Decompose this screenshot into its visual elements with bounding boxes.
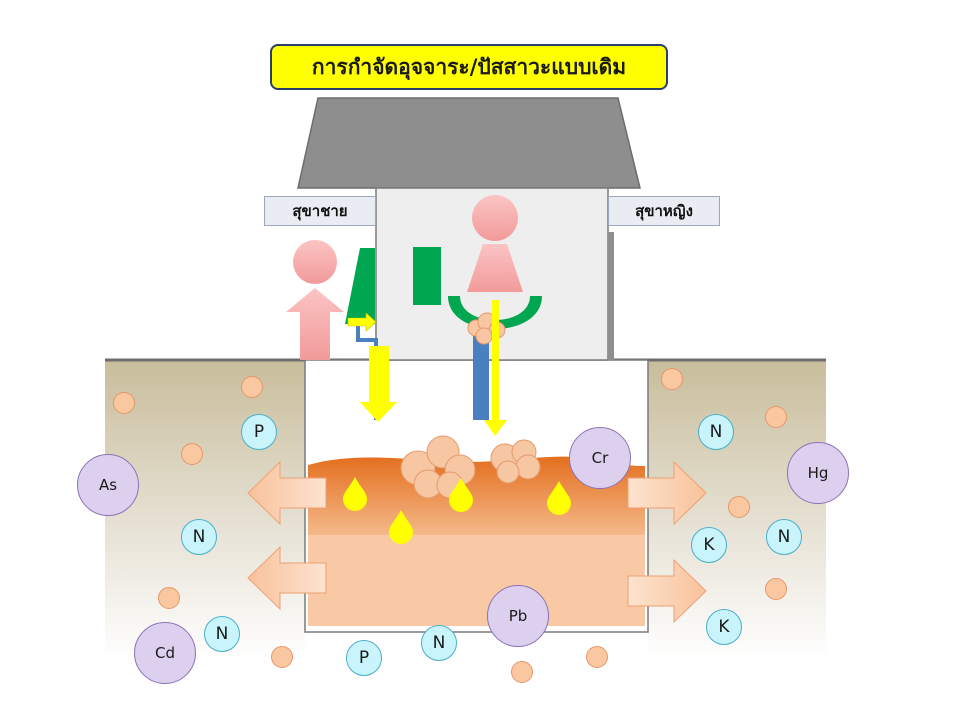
- soil-particle: [661, 368, 683, 390]
- soil-particle: [181, 443, 203, 465]
- urine-drop: [389, 510, 413, 544]
- liquid-layer: [308, 530, 645, 626]
- element-bubble-n: N: [421, 625, 457, 661]
- leach-arrow-left-upper: [247, 460, 327, 526]
- female-person-head: [472, 195, 518, 241]
- male-person-head: [293, 240, 337, 284]
- urine-arrow-female: [484, 420, 507, 436]
- urine-arrow-small: [347, 312, 377, 332]
- urine-drop: [449, 478, 473, 512]
- element-bubble-n: N: [181, 519, 217, 555]
- soil-particle: [241, 376, 263, 398]
- element-bubble-hg: Hg: [787, 442, 849, 504]
- urinal: [345, 248, 375, 324]
- soil-particle: [765, 406, 787, 428]
- element-bubble-k: K: [691, 527, 727, 563]
- roof: [297, 97, 641, 189]
- element-bubble-n: N: [698, 414, 734, 450]
- element-bubble-pb: Pb: [487, 585, 549, 647]
- male-person-body: [286, 288, 344, 360]
- element-bubble-n: N: [204, 616, 240, 652]
- element-bubble-n: N: [766, 519, 802, 555]
- soil-particle: [728, 496, 750, 518]
- female-toilet-label: สุขาหญิง: [608, 196, 720, 226]
- soil-particle: [271, 646, 293, 668]
- toilet-drain: [473, 322, 489, 420]
- urine-stream-female: [492, 300, 499, 422]
- sludge-layer: [308, 456, 645, 535]
- toilet-tank: [413, 247, 441, 305]
- urine-stream-male: [369, 346, 389, 402]
- soil-particle: [113, 392, 135, 414]
- soil-particle: [586, 646, 608, 668]
- feces-pile-1: [400, 435, 476, 499]
- leach-arrow-right-lower: [627, 558, 707, 624]
- soil-particle: [158, 587, 180, 609]
- leach-arrow-left-lower: [247, 545, 327, 611]
- element-bubble-k: K: [706, 609, 742, 645]
- element-bubble-p: P: [346, 640, 382, 676]
- female-person-body: [467, 244, 523, 292]
- diagram-title: การกำจัดอุจจาระ/ปัสสาวะแบบเดิม: [270, 44, 668, 90]
- element-bubble-cr: Cr: [569, 427, 631, 489]
- feces-pile-2: [490, 439, 541, 484]
- toilet-bowl: [448, 296, 542, 329]
- urine-drop: [343, 477, 367, 511]
- element-bubble-as: As: [77, 454, 139, 516]
- element-bubble-p: P: [241, 414, 277, 450]
- leach-arrow-right-upper: [627, 460, 707, 526]
- soil-particle: [511, 661, 533, 683]
- soil-particle: [765, 578, 787, 600]
- urine-arrow-male: [360, 402, 397, 422]
- male-toilet-label: สุขาชาย: [264, 196, 376, 226]
- wall-right: [608, 232, 614, 360]
- urine-drop: [547, 481, 571, 515]
- element-bubble-cd: Cd: [134, 622, 196, 684]
